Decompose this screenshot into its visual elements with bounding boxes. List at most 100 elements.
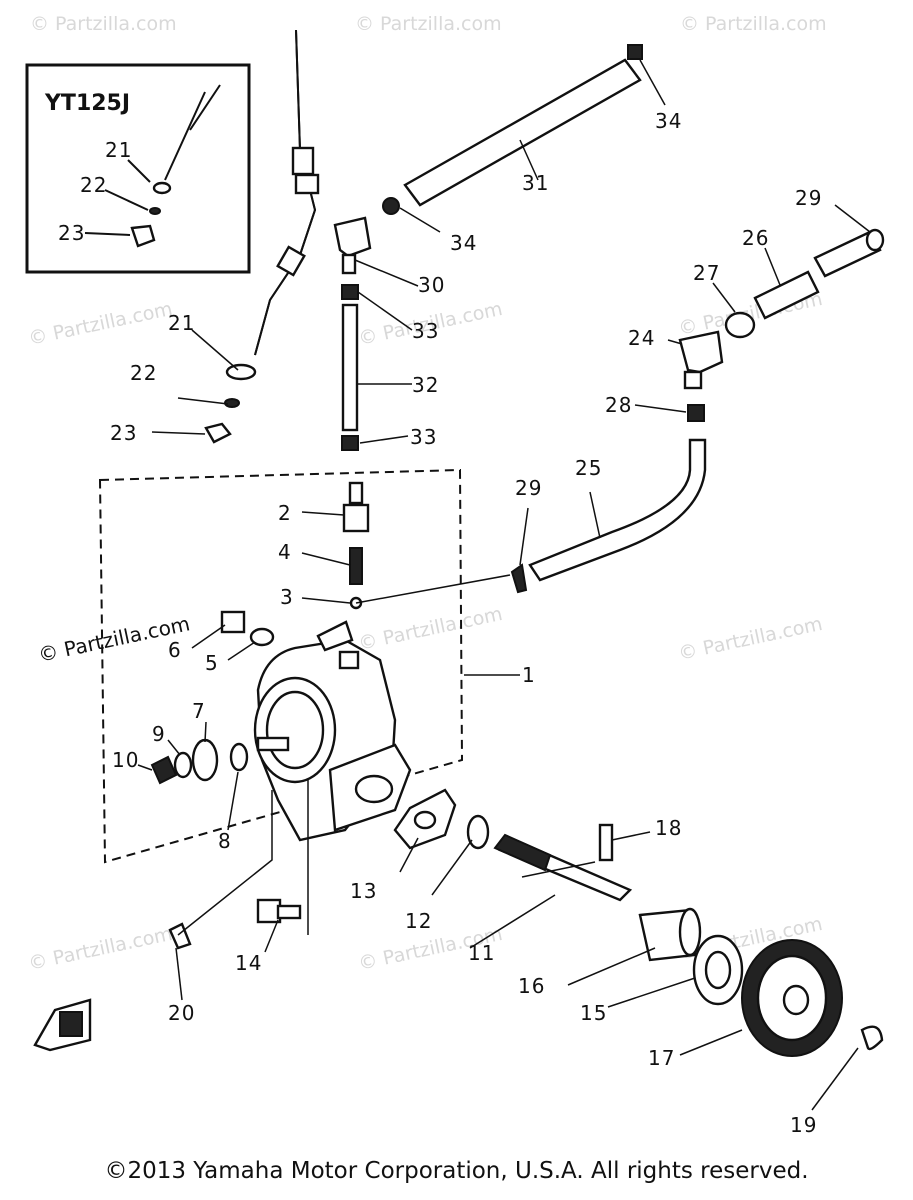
hose-26a xyxy=(813,230,882,278)
callout-20: 20 xyxy=(168,1001,195,1025)
callout-22: 22 xyxy=(130,361,157,385)
callout-10: 10 xyxy=(112,748,139,772)
nut-33-top xyxy=(341,284,359,300)
callout-2: 2 xyxy=(278,501,292,525)
fitting-2-top xyxy=(348,481,364,505)
inset-callout: 22 xyxy=(80,173,107,197)
clip-29 xyxy=(510,563,528,594)
callout-23: 23 xyxy=(110,421,137,445)
callout-26: 26 xyxy=(742,226,769,250)
pipe-32 xyxy=(341,303,359,432)
callout-18: 18 xyxy=(655,816,682,840)
inset-washer xyxy=(152,181,172,195)
gasket-22 xyxy=(224,398,240,408)
union-bolt-24 xyxy=(678,330,724,374)
inset-title: YT125J xyxy=(44,91,130,116)
bolt-23 xyxy=(204,422,232,444)
spring-4 xyxy=(349,547,363,585)
washer-21 xyxy=(225,363,257,381)
callout-5: 5 xyxy=(205,651,219,675)
plate-7 xyxy=(191,738,219,782)
hose-26b xyxy=(753,270,820,320)
callout-16: 16 xyxy=(518,974,545,998)
watermark: © Partzilla.com xyxy=(680,13,827,35)
clip-29-top xyxy=(865,228,885,252)
callout-33-bottom: 33 xyxy=(410,425,437,449)
inset-cable-end xyxy=(189,84,221,131)
callout-31: 31 xyxy=(522,171,549,195)
nut-34-top xyxy=(627,44,643,60)
pin-18 xyxy=(598,823,614,862)
callout-13: 13 xyxy=(350,879,377,903)
gear-17-hub xyxy=(782,984,810,1016)
collar-16-end xyxy=(678,907,702,957)
front-arrow-label xyxy=(59,1011,83,1037)
callout-29: 29 xyxy=(515,476,542,500)
bolt-14-shank xyxy=(276,904,302,920)
leader-lines xyxy=(137,59,871,1111)
callout-19: 19 xyxy=(790,1113,817,1137)
inset-gasket xyxy=(149,207,161,215)
watermark: © Partzilla.com xyxy=(26,923,174,975)
callout-3: 3 xyxy=(280,585,294,609)
pin-20 xyxy=(168,922,192,950)
fitting-2 xyxy=(342,503,370,533)
leader xyxy=(104,189,149,211)
clip-19 xyxy=(860,1025,884,1051)
copyright-notice: ©2013 Yamaha Motor Corporation, U.S.A. A… xyxy=(104,1158,809,1184)
watermark: © Partzilla.com xyxy=(30,13,177,35)
callout-33-top: 33 xyxy=(412,319,439,343)
callouts: 1 2 3 4 5 6 7 8 9 10 11 12 13 14 15 16 1… xyxy=(110,109,821,1137)
inset-cable xyxy=(164,91,206,181)
grommet-27 xyxy=(724,311,756,339)
callout-4: 4 xyxy=(278,540,292,564)
nut-28 xyxy=(687,404,705,422)
callout-17: 17 xyxy=(648,1046,675,1070)
callout-8: 8 xyxy=(218,829,232,853)
callout-9: 9 xyxy=(152,722,166,746)
bolt-14-head xyxy=(256,898,282,924)
leader xyxy=(127,159,151,183)
watermark: © Partzilla.com xyxy=(355,13,502,35)
callout-34: 34 xyxy=(450,231,477,255)
callout-34-top: 34 xyxy=(655,109,682,133)
oil-pump-1 xyxy=(253,620,412,842)
callout-12: 12 xyxy=(405,909,432,933)
washer-9 xyxy=(173,751,193,779)
inset-yt125j: YT125J 21 22 23 xyxy=(25,63,251,274)
callout-6: 6 xyxy=(168,638,182,662)
inset-callout: 23 xyxy=(58,221,85,245)
callout-11: 11 xyxy=(468,941,495,965)
callout-27: 27 xyxy=(693,261,720,285)
callout-30: 30 xyxy=(418,273,445,297)
callout-25: 25 xyxy=(575,456,602,480)
washer-5 xyxy=(249,627,275,647)
gasket-13-hole xyxy=(413,810,437,830)
screw-6 xyxy=(220,610,246,634)
washer-8 xyxy=(229,742,249,772)
callout-24: 24 xyxy=(628,326,655,350)
callout-15: 15 xyxy=(580,1001,607,1025)
union-bolt-30 xyxy=(333,216,372,258)
hose-25 xyxy=(528,438,707,582)
inset-callout: 21 xyxy=(105,138,132,162)
union-24-tip xyxy=(683,370,703,390)
callout-1: 1 xyxy=(522,663,536,687)
callout-32: 32 xyxy=(412,373,439,397)
callout-14: 14 xyxy=(235,951,262,975)
nut-34 xyxy=(382,197,400,215)
leader xyxy=(84,232,131,236)
seal-12 xyxy=(466,814,490,850)
watermark: © Partzilla.com xyxy=(26,298,174,350)
nut-10 xyxy=(150,755,178,785)
watermark: © Partzilla.com xyxy=(356,603,504,655)
inset-bolt xyxy=(130,224,156,248)
pipe-31 xyxy=(403,58,642,207)
union-30-tip xyxy=(341,253,357,275)
throttle-cable xyxy=(254,29,320,356)
worm-gear-11 xyxy=(493,833,552,872)
callout-21: 21 xyxy=(168,311,195,335)
callout-28: 28 xyxy=(605,393,632,417)
bearing-15-inner xyxy=(704,950,732,990)
